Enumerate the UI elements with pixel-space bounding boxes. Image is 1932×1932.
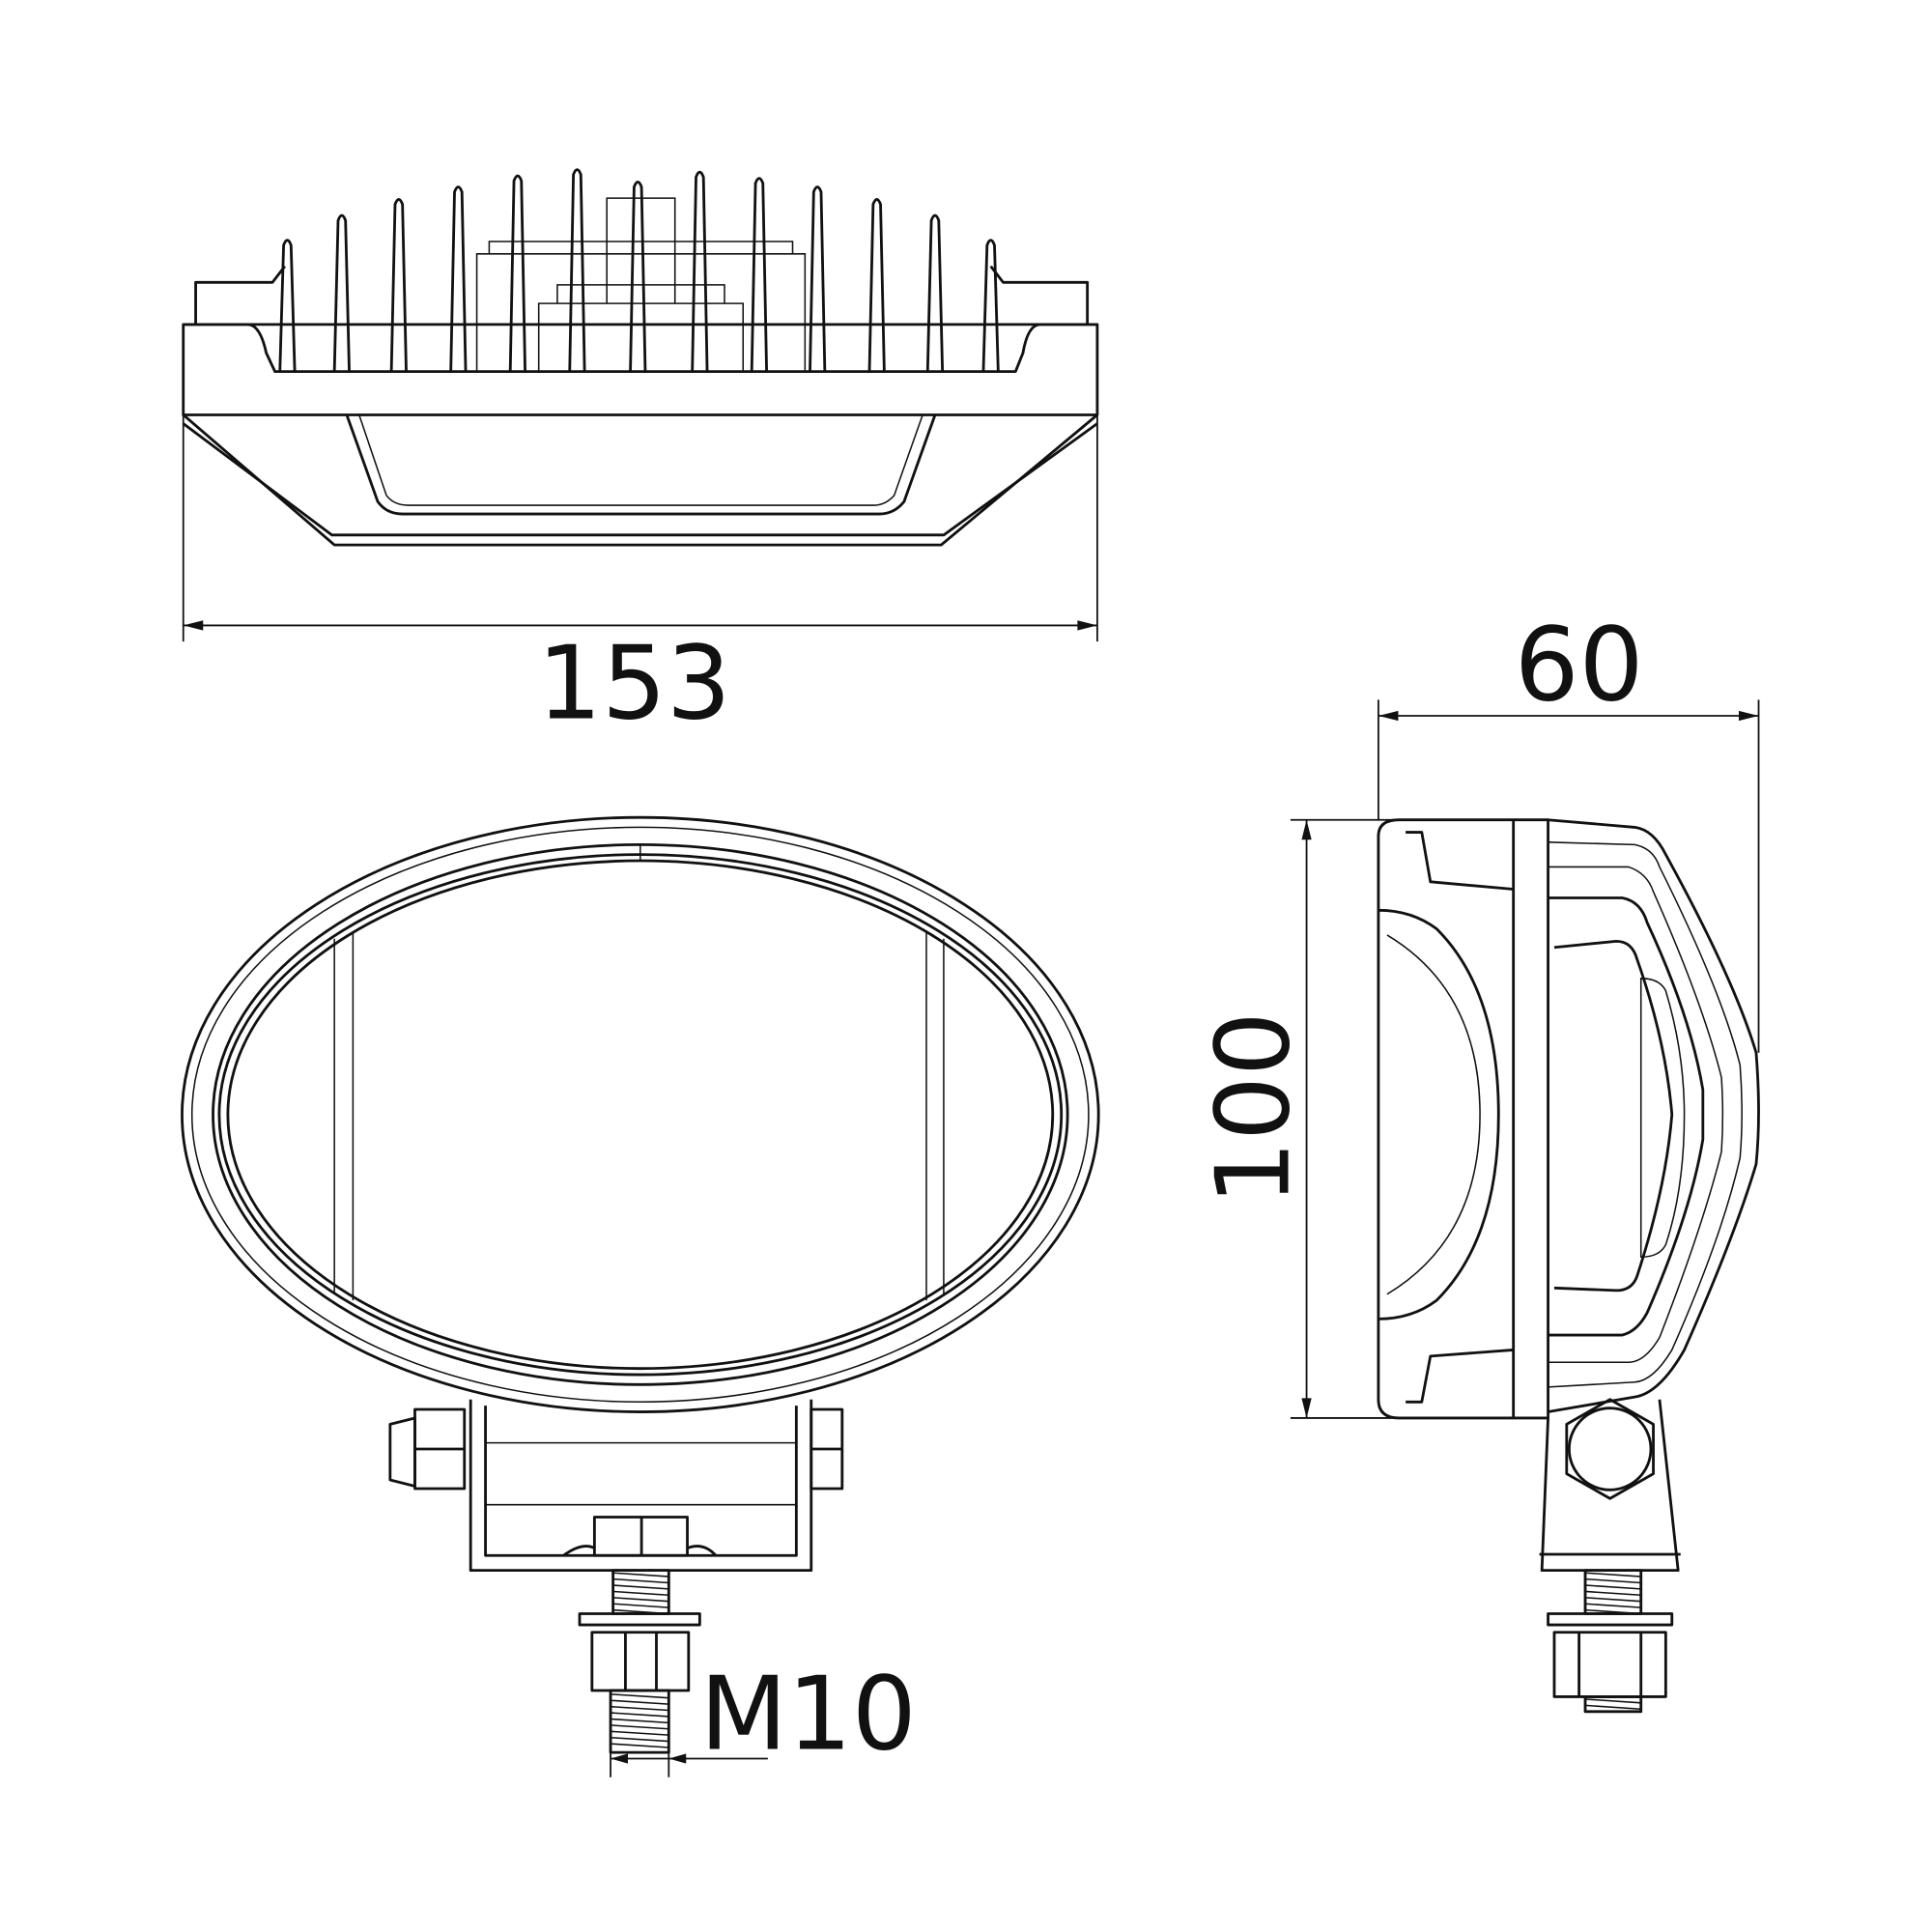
thread-line: [1584, 1698, 1641, 1704]
thread-line: [611, 1736, 669, 1743]
fin: [750, 177, 768, 372]
thread-line: [611, 1712, 669, 1718]
fin: [449, 185, 468, 372]
fin: [568, 168, 586, 372]
dimension-depth-label: 60: [1515, 605, 1644, 724]
fin: [809, 185, 827, 372]
thread-line: [1584, 1603, 1641, 1608]
thread-line: [611, 1705, 669, 1712]
thread-line: [1584, 1597, 1641, 1603]
dimension-width: 153: [182, 324, 1098, 743]
thread-line: [612, 1608, 669, 1615]
fin: [981, 239, 1000, 372]
fin: [508, 174, 526, 372]
thread-lines: [1584, 1572, 1641, 1710]
thread-line: [611, 1743, 669, 1748]
dimension-height: 100: [1193, 818, 1548, 1419]
fin: [278, 239, 297, 372]
fin: [691, 170, 709, 372]
side-view: [1377, 818, 1760, 1714]
thread-lines: [611, 1572, 669, 1748]
thread-line: [611, 1718, 669, 1724]
thread-line: [612, 1584, 669, 1590]
thread-line: [612, 1597, 669, 1603]
thread-line: [611, 1724, 669, 1730]
thread-line: [1584, 1590, 1641, 1597]
thread-line: [611, 1693, 669, 1699]
thread-line: [612, 1572, 669, 1577]
thread-line: [612, 1590, 669, 1597]
dimension-width-label: 153: [537, 624, 731, 743]
thread-line: [611, 1730, 669, 1736]
fin: [629, 181, 647, 372]
thread-line: [1584, 1572, 1641, 1577]
dimension-thread: M10: [610, 1654, 917, 1777]
thread-line: [1584, 1577, 1641, 1584]
fin: [389, 198, 408, 372]
thread-line: [1584, 1608, 1641, 1615]
dimension-height-label: 100: [1193, 1011, 1312, 1206]
fin: [925, 213, 945, 372]
thread-line: [1584, 1584, 1641, 1590]
thread-line: [611, 1699, 669, 1705]
dimension-thread-label: M10: [699, 1654, 916, 1773]
thread-line: [612, 1577, 669, 1584]
heat-sink-fins: [278, 168, 1000, 372]
fin: [332, 213, 351, 372]
top-view: [182, 168, 1099, 547]
thread-line: [1584, 1704, 1641, 1710]
thread-line: [612, 1603, 669, 1608]
fin: [867, 198, 886, 372]
dimension-depth: 60: [1378, 605, 1760, 1053]
front-view: [181, 815, 1100, 1754]
